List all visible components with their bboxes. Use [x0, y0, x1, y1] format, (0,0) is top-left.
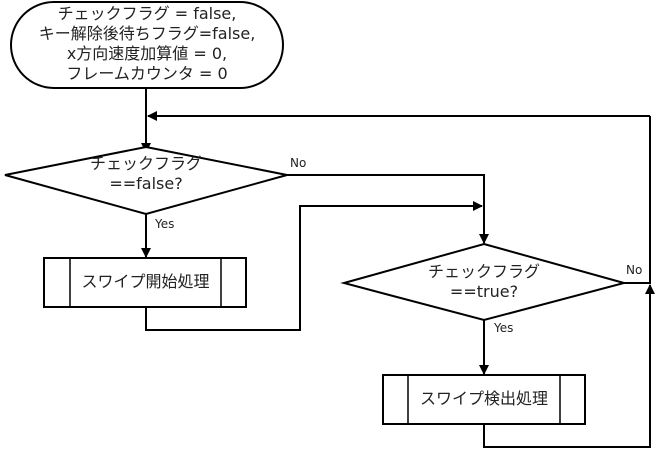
decision2-yes-label: Yes: [494, 321, 514, 335]
start-line-2: キー解除後待ちフラグ=false,: [38, 24, 256, 43]
decision1-no-label: No: [290, 156, 307, 170]
decision1-line-2: ==false?: [109, 174, 183, 193]
start-line-1: チェックフラグ = false,: [57, 4, 237, 23]
process1-label: スワイプ開始処理: [81, 272, 210, 291]
decision2-text: チェックフラグ ==true?: [384, 262, 584, 302]
decision2-line-2: ==true?: [449, 282, 519, 301]
connector-decision2-no: [624, 116, 651, 284]
connector-process1-merge: [145, 201, 483, 331]
start-line-3: x方向速度加算値 = 0,: [66, 44, 228, 63]
process2-label: スワイプ検出処理: [419, 389, 548, 408]
start-terminal-text: チェックフラグ = false, キー解除後待ちフラグ=false, x方向速度…: [11, 4, 283, 84]
decision2-line-1: チェックフラグ: [427, 262, 540, 281]
decision1-text: チェックフラグ ==false?: [46, 154, 246, 194]
connector-decision1-no: [287, 174, 489, 244]
decision2-no-label: No: [626, 263, 643, 277]
decision1-yes-label: Yes: [155, 217, 175, 231]
process1-shape: [43, 257, 247, 308]
connector-process2-return: [483, 284, 655, 448]
start-line-4: フレームカウンタ = 0: [66, 64, 228, 83]
decision1-line-1: チェックフラグ: [89, 154, 202, 173]
